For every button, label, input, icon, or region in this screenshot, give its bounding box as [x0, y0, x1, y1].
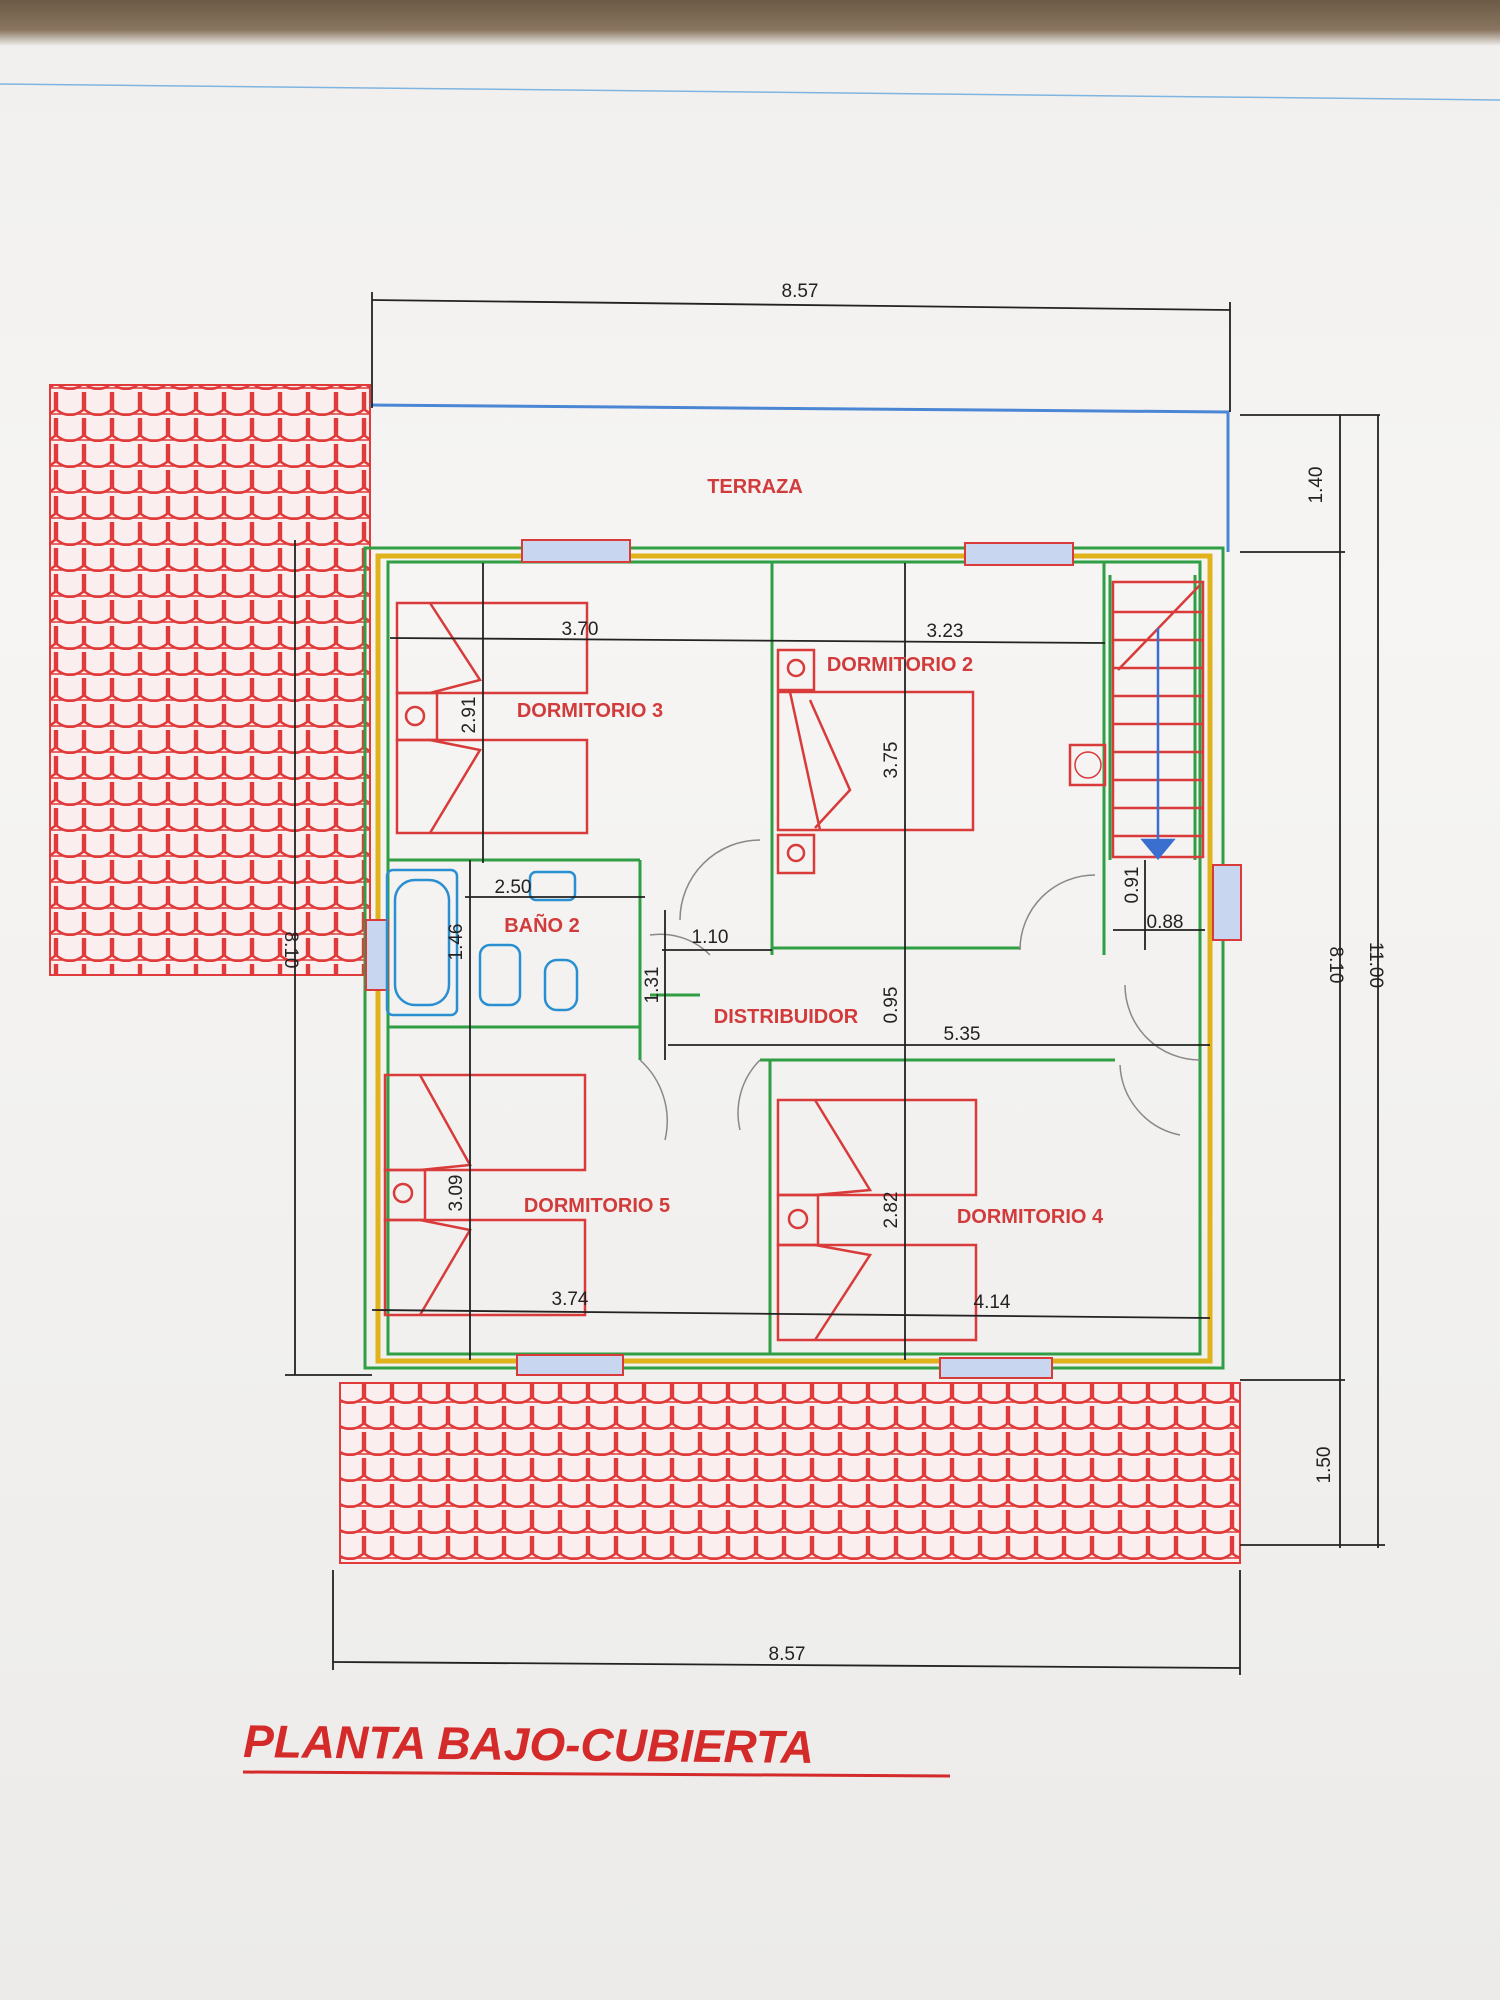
dim-d2-width: 3.23 [927, 621, 964, 642]
room-label-dormitorio-5: DORMITORIO 5 [524, 1195, 670, 1217]
interior-walls [388, 562, 1197, 1354]
room-label-bano-2: BAÑO 2 [504, 914, 580, 937]
dim-distrib-length: 5.35 [944, 1024, 981, 1045]
plan-title: PLANTA BAJO-CUBIERTA [243, 1715, 814, 1773]
dim-roof-depth: 1.50 [1314, 1447, 1335, 1484]
room-label-distribuidor: DISTRIBUIDOR [714, 1006, 859, 1028]
dim-distrib-depth: 1.31 [642, 967, 663, 1004]
room-label-dormitorio-2: DORMITORIO 2 [827, 654, 973, 676]
dim-d3-depth: 2.91 [459, 697, 480, 734]
dim-house-depth-right: 8.10 [1325, 947, 1346, 984]
windows [365, 539, 1242, 1379]
chimney [1068, 743, 1107, 787]
beds-dormitorio-3 [395, 601, 589, 835]
dimension-lines [285, 292, 1385, 1675]
bathroom-fixtures [385, 868, 579, 1017]
title-underline [242, 1770, 951, 1778]
roof-tiles-left [49, 384, 371, 976]
dim-top-width: 8.57 [782, 281, 819, 302]
dim-house-depth-left: 8.10 [280, 932, 301, 969]
staircase [1111, 580, 1205, 860]
dim-corridor-width: 1.10 [692, 927, 729, 948]
room-label-dormitorio-4: DORMITORIO 4 [957, 1206, 1104, 1228]
beds-dormitorio-4 [776, 1098, 978, 1342]
dim-bano-width: 2.50 [495, 877, 532, 898]
page-margin-line [0, 83, 1500, 101]
dim-terraza-depth: 1.40 [1306, 467, 1327, 504]
dim-stair-w: 0.91 [1122, 867, 1143, 904]
dim-stair-d: 0.88 [1147, 912, 1184, 933]
room-label-dormitorio-3: DORMITORIO 3 [517, 700, 663, 722]
roof-tiles-bottom [339, 1382, 1241, 1564]
dim-d3-width: 3.70 [562, 619, 599, 640]
doors [639, 839, 1201, 1141]
dim-d4-depth: 2.82 [881, 1192, 902, 1229]
dim-d5-depth: 3.09 [446, 1175, 467, 1212]
dim-bottom-width: 8.57 [769, 1644, 806, 1665]
dim-d5-width: 3.74 [552, 1289, 589, 1310]
dim-distrib-mid: 0.95 [881, 987, 902, 1024]
dim-d2-depth: 3.75 [881, 742, 902, 779]
dim-total-depth: 11.00 [1365, 942, 1386, 988]
dim-bano-depth: 1.46 [446, 924, 467, 961]
dim-d4-width: 4.14 [974, 1292, 1011, 1313]
room-label-terraza: TERRAZA [707, 476, 803, 498]
bed-dormitorio-2 [776, 648, 975, 875]
terraza-outline [369, 403, 1230, 552]
